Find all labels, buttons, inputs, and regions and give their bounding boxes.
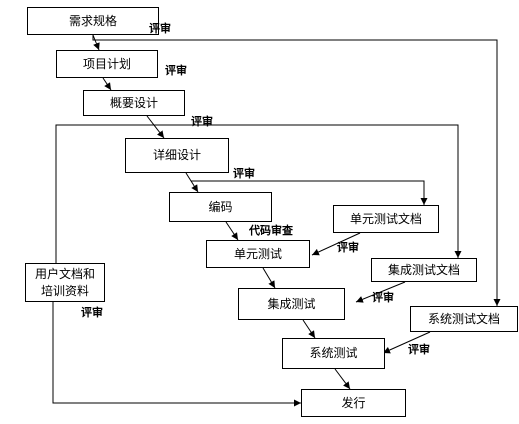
arrow-detail-to-code <box>185 172 199 193</box>
box-release: 发行 <box>301 389 406 417</box>
arrow-detail-to-unit-doc <box>191 180 428 205</box>
box-requirements: 需求规格 <box>27 7 159 35</box>
box-user-docs-line1: 用户文档和 <box>34 266 95 281</box>
box-project-plan-label: 项目计划 <box>82 56 131 71</box>
box-system-test-label: 系统测试 <box>309 346 358 360</box>
arrow-integ-doc-to-integ-test <box>355 281 406 303</box>
arrow-unit-test-to-integ-test <box>262 267 276 289</box>
box-user-docs: 用户文档和 培训资料 <box>25 263 105 302</box>
label-review-7: 评审 <box>81 306 103 319</box>
arrow-outline-to-detail <box>146 115 165 139</box>
box-integration-test-doc: 集成测试文档 <box>371 258 477 282</box>
box-unit-test: 单元测试 <box>206 240 310 268</box>
label-review-1: 评审 <box>149 22 171 35</box>
box-system-test-doc: 系统测试文档 <box>410 306 518 332</box>
arrow-req-to-plan <box>92 34 100 51</box>
label-review-8: 评审 <box>408 343 430 356</box>
arrow-req-to-sys-doc <box>92 35 501 306</box>
box-outline-design-label: 概要设计 <box>109 95 158 110</box>
label-code-review: 代码审查 <box>249 224 293 237</box>
box-unit-test-doc: 单元测试文档 <box>333 205 439 233</box>
label-review-2: 评审 <box>165 64 187 77</box>
arrow-code-to-unit-test <box>225 221 239 241</box>
box-coding-label: 编码 <box>208 199 233 214</box>
label-review-5: 评审 <box>337 241 359 254</box>
box-release-label: 发行 <box>341 395 366 410</box>
box-system-test: 系统测试 <box>282 338 385 369</box>
label-review-3: 评审 <box>191 115 213 128</box>
box-project-plan: 项目计划 <box>56 50 158 78</box>
box-integration-test-doc-label: 集成测试文档 <box>387 262 460 277</box>
box-integration-test-label: 集成测试 <box>267 296 316 311</box>
arrow-outline-to-integ-doc <box>55 124 462 263</box>
box-user-docs-line2: 培训资料 <box>40 283 89 298</box>
arrow-sys-test-to-release <box>334 368 351 390</box>
box-detail-design: 详细设计 <box>125 138 229 173</box>
label-review-6: 评审 <box>372 291 394 304</box>
arrow-unit-doc-to-unit-test <box>311 232 361 256</box>
arrow-user-doc-to-release <box>52 302 301 407</box>
box-detail-design-label: 详细设计 <box>152 148 201 162</box>
box-system-test-doc-label: 系统测试文档 <box>427 311 500 326</box>
arrow-integ-test-to-sys-test <box>302 319 316 339</box>
box-integration-test: 集成测试 <box>238 288 345 320</box>
box-requirements-label: 需求规格 <box>68 13 117 28</box>
box-unit-test-doc-label: 单元测试文档 <box>349 211 422 226</box>
arrow-sys-doc-to-sys-test <box>382 331 431 354</box>
box-unit-test-label: 单元测试 <box>233 246 282 261</box>
label-review-4: 评审 <box>233 167 255 180</box>
box-outline-design: 概要设计 <box>83 90 185 116</box>
box-coding: 编码 <box>169 192 272 222</box>
arrow-plan-to-outline <box>102 77 112 91</box>
